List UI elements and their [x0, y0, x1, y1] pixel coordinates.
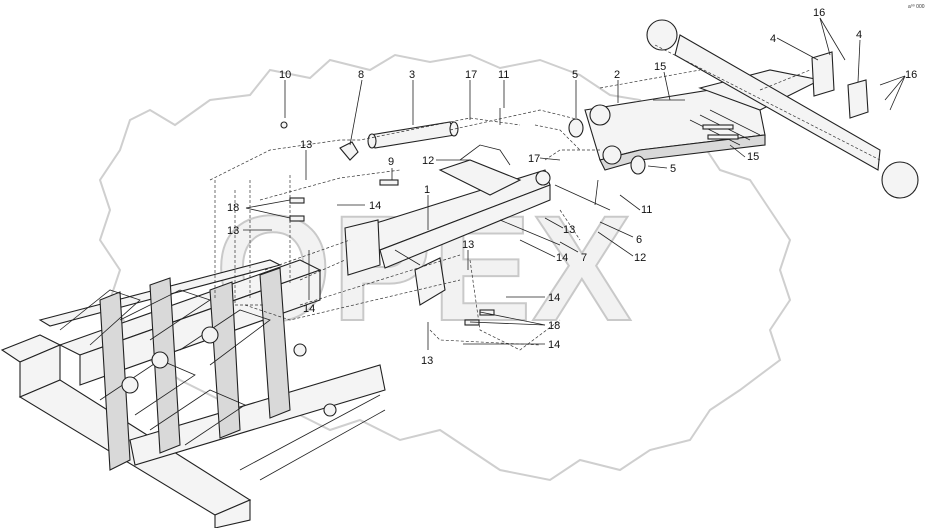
callout-10: 10 [279, 69, 291, 81]
callout-3: 3 [409, 69, 415, 81]
callout-14: 14 [548, 339, 560, 351]
callout-7: 7 [581, 252, 587, 264]
assembly-lines [209, 69, 811, 351]
callout-8: 8 [358, 69, 364, 81]
callout-4: 4 [856, 29, 862, 41]
bolts [280, 99, 739, 326]
callout-17: 17 [528, 153, 540, 165]
callout-13: 13 [227, 225, 239, 237]
callout-5: 5 [670, 163, 676, 175]
callouts: 10 8 3 17 11 5 2 15 4 16 4 16 13 9 12 17… [227, 7, 917, 367]
callout-13: 13 [563, 224, 575, 236]
callout-4: 4 [770, 33, 776, 45]
callout-1: 1 [424, 184, 430, 196]
callout-11: 11 [641, 204, 652, 216]
callout-18: 18 [227, 202, 239, 214]
callout-15: 15 [747, 151, 759, 163]
callout-17: 17 [465, 69, 477, 81]
callout-6: 6 [636, 234, 642, 246]
callout-16: 16 [813, 7, 825, 19]
callout-5: 5 [572, 69, 578, 81]
central-frame-part-1 [344, 144, 551, 306]
callout-14: 14 [548, 292, 560, 304]
callout-2: 2 [614, 69, 620, 81]
axle-assembly [646, 19, 919, 199]
callout-15: 15 [654, 61, 666, 73]
cap-part-8 [339, 141, 359, 161]
callout-13: 13 [462, 239, 474, 251]
callout-12: 12 [422, 155, 434, 167]
callout-11: 11 [498, 69, 509, 81]
callout-14: 14 [369, 200, 381, 212]
callout-14: 14 [303, 303, 315, 315]
callout-9: 9 [388, 156, 394, 168]
callout-12: 12 [634, 252, 646, 264]
trailing-arm-part-2 [584, 69, 822, 171]
bushing-part-5 [568, 118, 646, 175]
leader-lines [243, 17, 906, 350]
callout-14: 14 [556, 252, 568, 264]
callout-13: 13 [421, 355, 433, 367]
corner-code: a⁰⁰ 000 [908, 4, 925, 10]
callout-13: 13 [300, 139, 312, 151]
main-frame [0, 259, 386, 528]
callout-18: 18 [548, 320, 560, 332]
callout-16: 16 [905, 69, 917, 81]
cylinder-part-3 [367, 121, 459, 149]
